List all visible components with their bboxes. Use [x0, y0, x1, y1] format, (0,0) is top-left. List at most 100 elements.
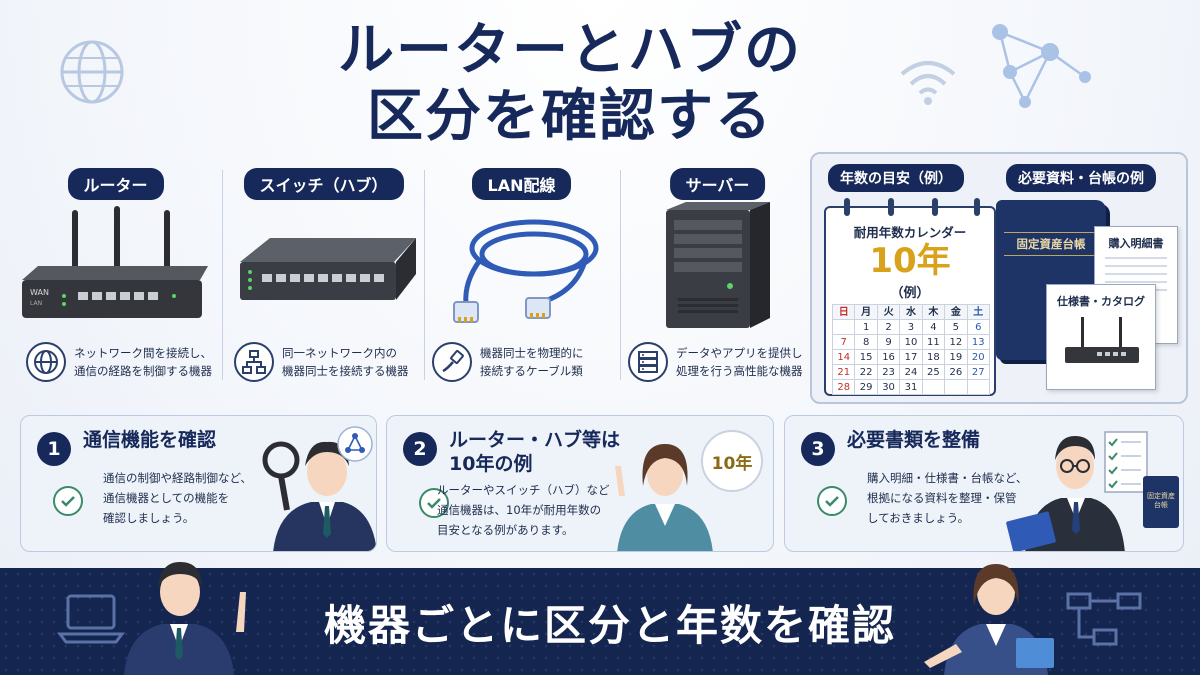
category-description: 機器同士を物理的に 接続するケーブル類	[432, 342, 622, 382]
step-body: 購入明細・仕様書・台帳など、根拠になる資料を整理・保管しておきましょう。	[867, 471, 1028, 525]
calendar-day: 10	[900, 335, 923, 350]
calendar-weekday: 水	[900, 305, 923, 320]
step-body: ルーターやスイッチ（ハブ）など通信機器は、10年が耐用年数の目安となる例がありま…	[437, 483, 610, 537]
calendar-weekday: 金	[945, 305, 968, 320]
ledger-book-label: 固定資産台帳	[1147, 492, 1175, 509]
category-label: スイッチ（ハブ）	[243, 168, 404, 200]
category-description: ネットワーク間を接続し、 通信の経路を制御する機器	[26, 342, 216, 382]
calendar-title: 耐用年数カレンダー	[853, 225, 967, 240]
laptop-icon	[57, 594, 125, 644]
lan-cable-illustration	[453, 219, 599, 323]
category-server: サーバー データやアプリを提供し 処理を行う高性能な機器	[620, 160, 815, 395]
share-network-icon	[337, 426, 373, 462]
calendar-day: 11	[922, 335, 946, 350]
router-lan-label: LAN	[30, 300, 43, 307]
server-illustration	[666, 202, 770, 328]
step-number: 1	[37, 432, 71, 466]
spec-catalog-document: 仕様書・カタログ	[1046, 284, 1156, 390]
ten-years-bubble: 10年	[701, 430, 763, 492]
divider	[424, 170, 425, 380]
businesswoman-pointing-illustration	[615, 444, 713, 551]
check-icon	[419, 488, 449, 518]
calendar-day: 16	[877, 350, 901, 365]
category-label: LAN配線	[471, 168, 572, 200]
category-switch: スイッチ（ハブ） 同一ネットワーク内の 機器同士を接続する機器	[226, 160, 421, 395]
step-number: 3	[801, 432, 835, 466]
switch-illustration	[240, 238, 416, 300]
server-icon	[628, 342, 668, 382]
calendar-day: 7	[833, 335, 856, 350]
step-number: 2	[403, 432, 437, 466]
calendar-weekday: 月	[855, 305, 878, 320]
calendar-day: 29	[855, 380, 878, 395]
calendar-day: 25	[922, 365, 946, 380]
divider	[620, 170, 621, 380]
calendar-day: 5	[945, 320, 968, 335]
wifi-icon	[900, 61, 956, 105]
flowchart-icon	[1066, 592, 1142, 646]
step-card-3: 3 必要書類を整備 購入明細・仕様書・台帳など、根拠になる資料を整理・保管してお…	[784, 415, 1184, 552]
calendar-day: 2	[877, 320, 901, 335]
calendar-weekday: 火	[877, 305, 901, 320]
businessman-writing-illustration	[1006, 431, 1179, 551]
calendar-day: 20	[967, 350, 990, 365]
ledger-title: 固定資産台帳	[1004, 232, 1098, 256]
calendar-weekday: 日	[833, 305, 856, 320]
calendar-day: 27	[967, 365, 990, 380]
calendar-day: 28	[833, 380, 856, 395]
step-title: ルーター・ハブ等は 10年の例	[449, 429, 621, 475]
calendar-day: 17	[900, 350, 923, 365]
category-label: サーバー	[669, 168, 766, 200]
page-title: ルーターとハブの 区分を確認する	[338, 18, 802, 149]
calendar-day: 4	[922, 320, 946, 335]
globe-icon	[60, 40, 124, 104]
check-icon	[817, 486, 847, 516]
step-card-1: 1 通信機能を確認 通信の制御や経路制御など、通信機器としての機能を確認しましょ…	[20, 415, 377, 552]
category-router: ルーター WAN LAN ネットワーク間を接続し、 通信の経路を制御する機器	[18, 160, 213, 395]
calendar-day: 19	[945, 350, 968, 365]
step-body: 通信の制御や経路制御など、通信機器としての機能を確認しましょう。	[103, 471, 252, 525]
category-description: 同一ネットワーク内の 機器同士を接続する機器	[234, 342, 424, 382]
divider	[222, 170, 223, 380]
calendar-day: 18	[922, 350, 946, 365]
calendar-day: 6	[967, 320, 990, 335]
calendar-day: 12	[945, 335, 968, 350]
calendar-day: 13	[967, 335, 990, 350]
category-lan-cable: LAN配線 機器同士を物理的に 接続するケーブル類	[424, 160, 619, 395]
calendar-day: 8	[855, 335, 878, 350]
calendar-day: 1	[855, 320, 878, 335]
businessman-magnifier-illustration	[262, 441, 376, 551]
calendar-example: （例）	[890, 286, 930, 301]
router-illustration	[22, 206, 208, 318]
step-title: 必要書類を整備	[847, 429, 981, 451]
cable-icon	[432, 342, 472, 382]
calendar-day: 31	[900, 380, 923, 395]
calendar-day: 30	[877, 380, 901, 395]
calendar-day: 3	[900, 320, 923, 335]
category-label: ルーター	[67, 168, 164, 200]
calendar-day: 24	[900, 365, 923, 380]
globe-icon	[26, 342, 66, 382]
documents-label: 必要資料・台帳の例	[1006, 164, 1156, 192]
category-description: データやアプリを提供し 処理を行う高性能な機器	[628, 342, 818, 382]
network-tree-icon	[234, 342, 274, 382]
calendar-day	[945, 380, 968, 395]
calendar-day: 9	[877, 335, 901, 350]
calendar-day	[967, 380, 990, 395]
router-thumbnail	[1065, 317, 1139, 363]
years-label: 年数の目安（例）	[828, 164, 964, 192]
router-wan-label: WAN	[30, 288, 49, 297]
calendar-weekday: 木	[922, 305, 946, 320]
reference-panel: 年数の目安（例） 必要資料・台帳の例 耐用年数カレンダー 10年 （例） 日月火…	[810, 152, 1188, 404]
calendar-day: 26	[945, 365, 968, 380]
calendar-day: 23	[877, 365, 901, 380]
businessman-pointing-illustration	[124, 562, 246, 675]
check-icon	[53, 486, 83, 516]
calendar-rings-icon	[844, 198, 980, 216]
spec-title: 仕様書・カタログ	[1057, 295, 1145, 308]
calendar-day	[833, 320, 856, 335]
calendar-day: 21	[833, 365, 856, 380]
